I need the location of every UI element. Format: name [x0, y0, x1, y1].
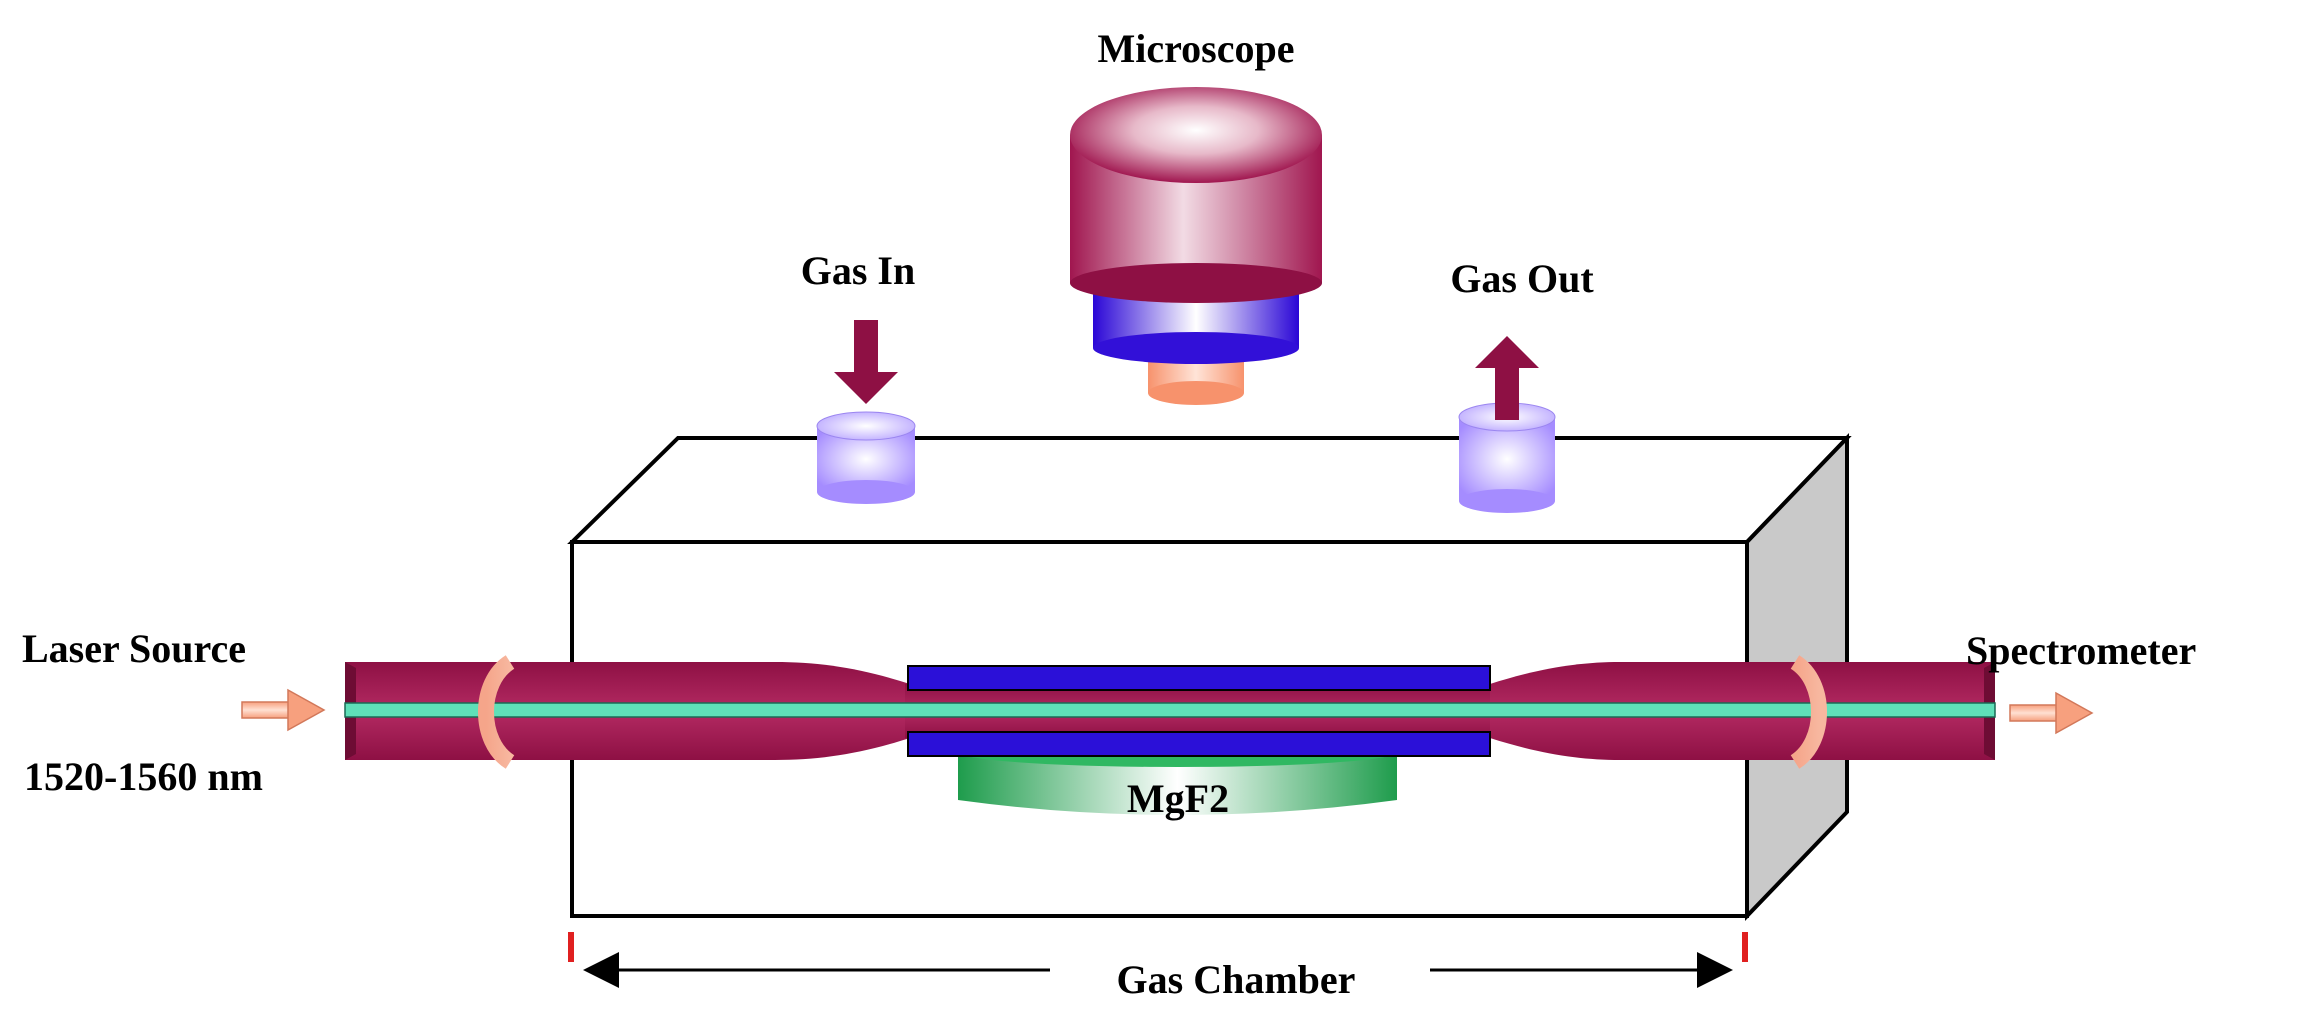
microscope-top — [1070, 87, 1322, 183]
right-coupler — [1790, 655, 1827, 769]
gas-in-port: Gas In — [801, 248, 916, 504]
lower-plate — [907, 731, 1491, 757]
spectrometer-label: Spectrometer — [1966, 628, 2196, 673]
chamber-top-face — [567, 436, 1852, 544]
microscope: Microscope — [1070, 26, 1322, 405]
gas-chamber-dimension: Gas Chamber — [568, 932, 1748, 1002]
gas-in-arrow — [834, 320, 898, 404]
laser-source-label: Laser Source — [22, 626, 246, 671]
gas-chamber-label: Gas Chamber — [1117, 957, 1356, 1002]
right-marker — [1742, 932, 1748, 962]
left-marker — [568, 932, 574, 962]
output-arrow — [2009, 691, 2094, 735]
gas-out-arrow — [1475, 336, 1539, 420]
upper-plate — [907, 665, 1491, 691]
left-coupler — [478, 655, 515, 769]
mgf2-label: MgF2 — [1127, 776, 1229, 821]
gas-out-label: Gas Out — [1450, 256, 1594, 301]
input-arrow — [241, 688, 326, 732]
fiber-core — [344, 702, 1996, 718]
gas-in-label: Gas In — [801, 248, 916, 293]
microscope-label: Microscope — [1098, 26, 1295, 71]
wavelength-label: 1520-1560 nm — [24, 754, 263, 799]
gas-out-port: Gas Out — [1450, 256, 1594, 513]
